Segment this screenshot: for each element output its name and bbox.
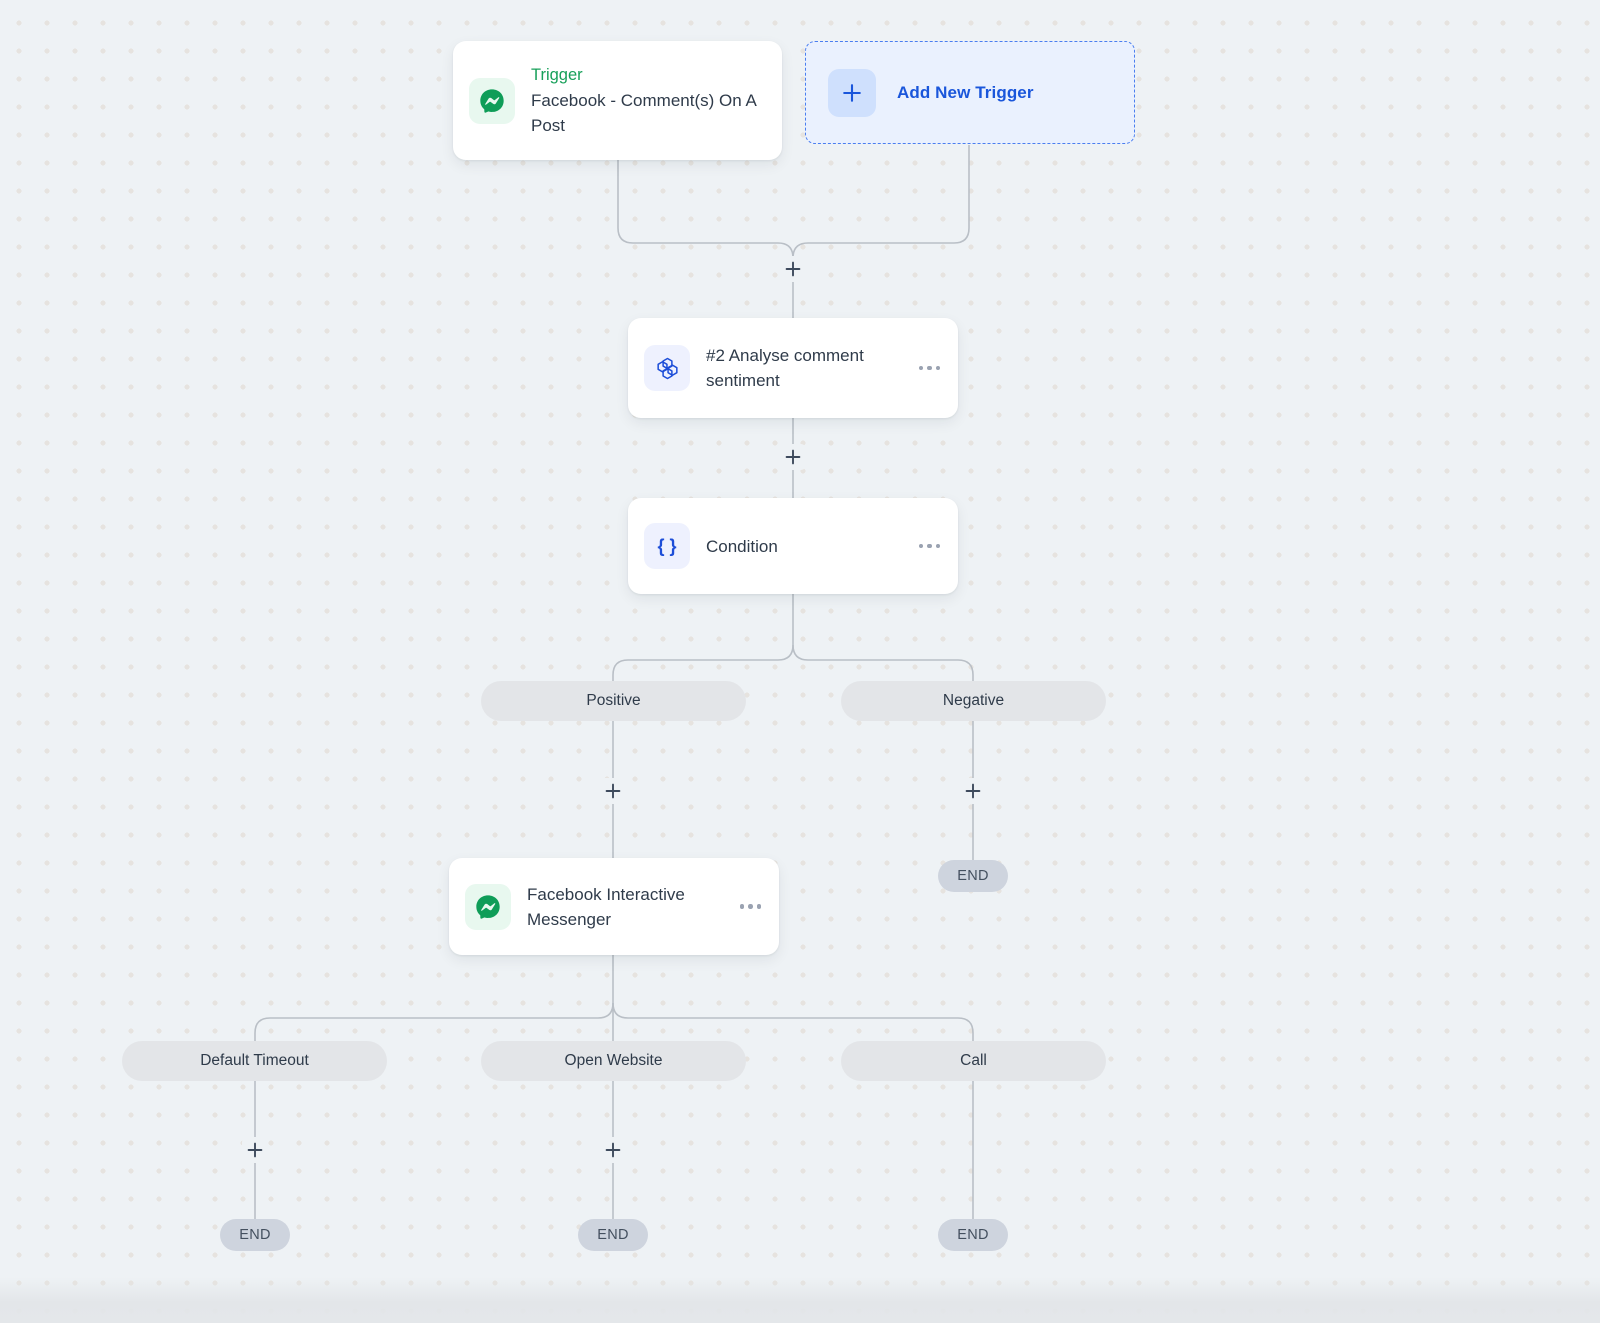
node-title: Condition [706,536,778,556]
trigger-node-card[interactable]: Trigger Facebook - Comment(s) On A Post [453,41,782,160]
node-title: #2 Analyse comment sentiment [706,346,864,390]
branch-pill-label: Call [960,1052,987,1069]
add-new-trigger-label: Add New Trigger [897,82,1034,102]
add-step-open-website-branch[interactable] [600,1137,626,1163]
svg-text:{ }: { } [657,536,676,556]
branch-pill-label: Positive [586,692,641,709]
branch-pill-label: Open Website [564,1052,663,1069]
add-step-after-triggers[interactable] [780,256,806,282]
node-analyse-comment-sentiment[interactable]: #2 Analyse comment sentiment [628,318,958,418]
node-condition[interactable]: { } Condition [628,498,958,594]
branch-pill-negative[interactable]: Negative [841,681,1106,721]
trigger-title: Facebook - Comment(s) On A Post [531,91,756,135]
add-step-negative-branch[interactable] [960,778,986,804]
end-badge: END [220,1219,290,1251]
trigger-label: Trigger [531,66,583,84]
curly-braces-icon: { } [644,523,690,569]
branch-pill-label: Negative [942,692,1005,709]
ellipsis-icon[interactable] [917,358,943,379]
branch-pill-label: Default Timeout [200,1052,309,1069]
end-badge-label: END [957,868,989,884]
branch-pill-positive[interactable]: Positive [481,681,746,721]
add-step-after-sentiment[interactable] [780,444,806,470]
branch-pill-call[interactable]: Call [841,1041,1106,1081]
end-badge: END [938,1219,1008,1251]
end-badge: END [938,860,1008,892]
branch-pill-open-website[interactable]: Open Website [481,1041,746,1081]
openai-icon [644,345,690,391]
node-title: Facebook Interactive Messenger [527,884,685,929]
canvas-bottom-fade [0,1277,1600,1323]
end-badge-label: END [239,1227,271,1243]
add-step-default-timeout-branch[interactable] [242,1137,268,1163]
add-new-trigger-button[interactable]: Add New Trigger [805,41,1135,144]
plus-icon [828,68,876,117]
end-badge: END [578,1219,648,1251]
branch-pill-default-timeout[interactable]: Default Timeout [122,1041,387,1081]
ellipsis-icon[interactable] [917,536,943,557]
end-badge-label: END [957,1227,989,1243]
add-step-positive-branch[interactable] [600,778,626,804]
facebook-messenger-icon [465,883,511,930]
end-badge-label: END [597,1227,629,1243]
ellipsis-icon[interactable] [738,896,764,917]
facebook-messenger-icon [469,77,515,124]
node-facebook-interactive-messenger[interactable]: Facebook Interactive Messenger [449,858,779,955]
